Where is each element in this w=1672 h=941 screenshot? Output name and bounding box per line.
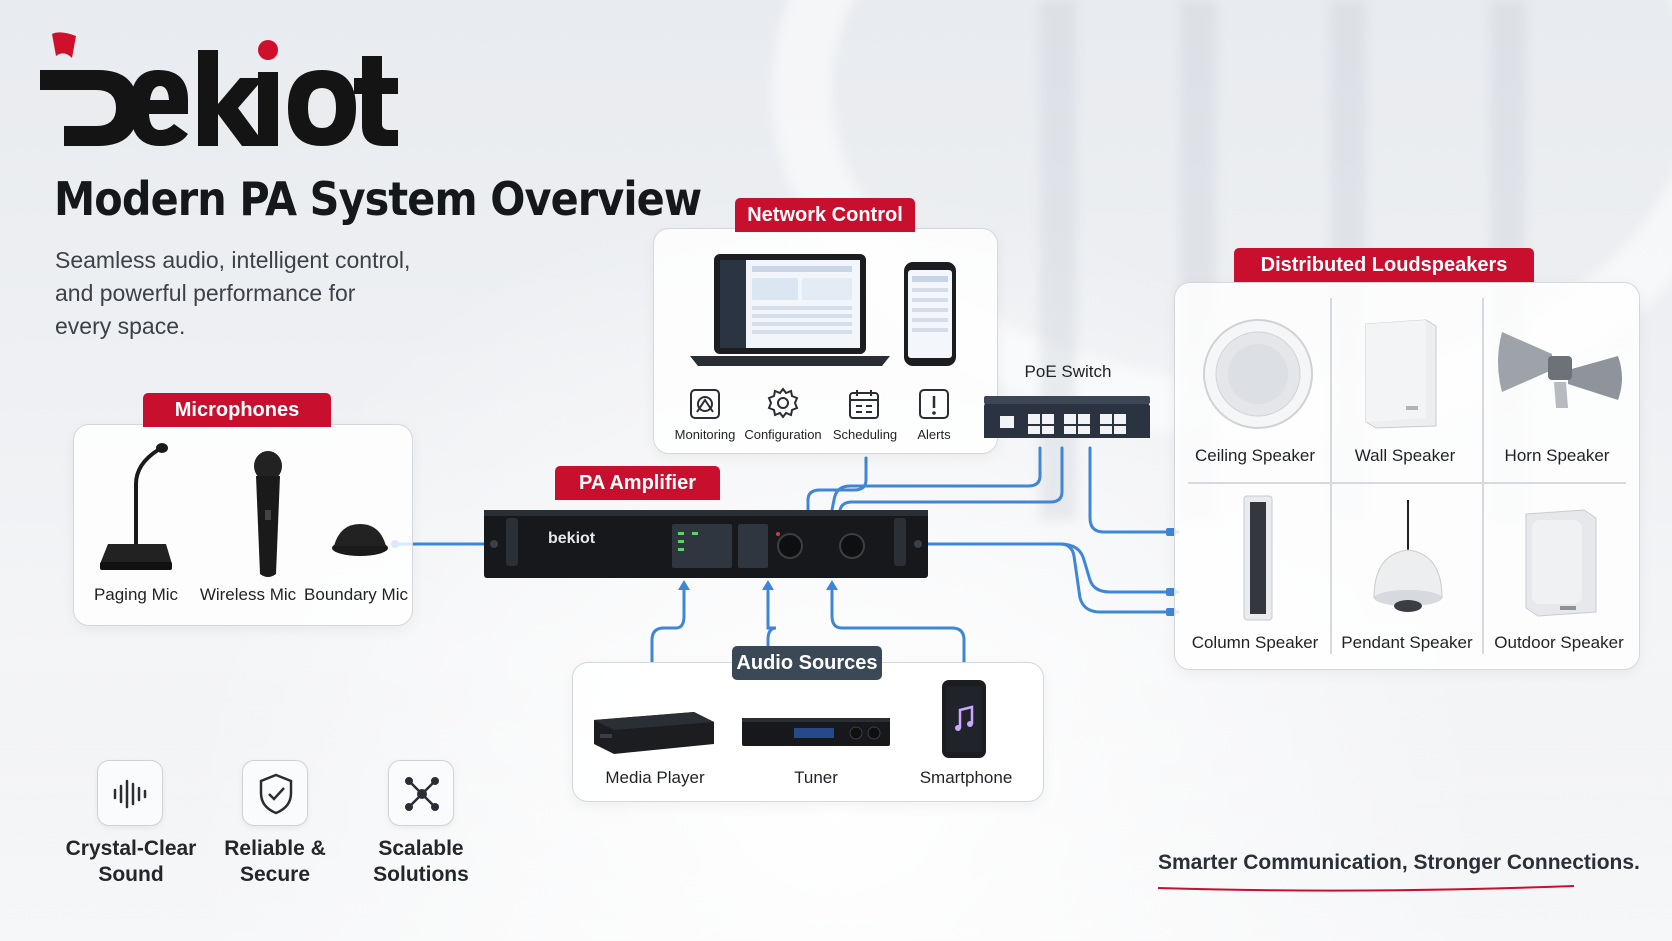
network-nodes-icon xyxy=(405,777,439,811)
feature-label: Scalable Solutions xyxy=(341,836,501,888)
slogan-underline xyxy=(1157,885,1575,892)
page-title: Modern PA System Overview xyxy=(54,172,702,226)
speaker-label: Wall Speaker xyxy=(1354,446,1456,465)
speaker-label: Horn Speaker xyxy=(1504,446,1610,465)
horn-speaker-icon xyxy=(1498,332,1622,408)
outdoor-speaker-icon xyxy=(1525,509,1597,617)
paging-mic-icon xyxy=(100,443,172,570)
feature-sound-box xyxy=(97,760,163,826)
subtitle-line: and powerful performance for xyxy=(55,280,356,306)
feature-scalable-box xyxy=(388,760,454,826)
soundwave-icon xyxy=(113,779,147,809)
poe-switch-label: PoE Switch xyxy=(1024,362,1112,381)
mic-label: Paging Mic xyxy=(93,585,179,604)
network-label: Alerts xyxy=(917,427,951,442)
tuner-icon xyxy=(742,718,890,746)
divider xyxy=(1482,298,1484,654)
brand-logo xyxy=(40,32,398,146)
amplifier-logo: bekiot xyxy=(548,530,596,547)
pa-amplifier-tag: PA Amplifier xyxy=(555,466,720,500)
mic-label: Wireless Mic xyxy=(199,585,297,604)
ceiling-speaker-icon xyxy=(1203,319,1313,429)
network-label: Scheduling xyxy=(832,427,898,442)
poe-switch-icon xyxy=(984,396,1150,438)
feature-label: Reliable & Secure xyxy=(195,836,355,888)
column-speaker-icon xyxy=(1243,495,1273,621)
wall-speaker-icon xyxy=(1365,319,1437,429)
slogan: Smarter Communication, Stronger Connecti… xyxy=(1158,851,1640,874)
feature-label-line: Sound xyxy=(98,863,164,886)
smartphone-icon xyxy=(942,680,986,758)
network-control-tag: Network Control xyxy=(735,198,915,232)
feature-label-line: Solutions xyxy=(373,863,469,886)
alert-icon xyxy=(919,389,949,419)
feature-label: Crystal-Clear Sound xyxy=(51,836,211,888)
divider xyxy=(1330,298,1332,654)
speaker-label: Outdoor Speaker xyxy=(1494,633,1624,652)
pendant-speaker-icon xyxy=(1373,500,1443,612)
monitoring-icon xyxy=(690,389,720,419)
boundary-mic-icon xyxy=(332,524,388,556)
feature-label-line: Crystal-Clear xyxy=(65,837,197,860)
feature-secure-box xyxy=(242,760,308,826)
audio-source-label: Tuner xyxy=(794,768,838,787)
subtitle-line: Seamless audio, intelligent control, xyxy=(55,247,411,273)
page-subtitle: Seamless audio, intelligent control, and… xyxy=(55,244,455,343)
speaker-label: Pendant Speaker xyxy=(1341,633,1473,652)
feature-label-line: Scalable xyxy=(378,837,464,860)
speaker-label: Column Speaker xyxy=(1191,633,1319,652)
feature-label-line: Reliable & xyxy=(224,837,326,860)
subtitle-line: every space. xyxy=(55,313,186,339)
audio-source-label: Media Player xyxy=(605,768,705,787)
laptop-icon xyxy=(690,254,890,366)
feature-label-line: Secure xyxy=(239,863,311,886)
loudspeakers-tag: Distributed Loudspeakers xyxy=(1234,248,1534,282)
wireless-mic-icon xyxy=(254,451,282,577)
network-label: Monitoring xyxy=(674,427,736,442)
network-label: Configuration xyxy=(744,427,822,442)
microphones-tag: Microphones xyxy=(143,393,331,427)
mic-label: Boundary Mic xyxy=(304,585,408,604)
speaker-label: Ceiling Speaker xyxy=(1194,446,1315,465)
calendar-icon xyxy=(849,390,879,419)
pa-amplifier-icon xyxy=(484,510,928,578)
audio-sources-tag: Audio Sources xyxy=(732,646,882,680)
divider xyxy=(1188,482,1626,484)
smartphone-app-icon xyxy=(904,262,956,366)
gear-icon xyxy=(767,387,799,419)
media-player-icon xyxy=(594,712,714,754)
audio-source-label: Smartphone xyxy=(919,768,1013,787)
shield-check-icon xyxy=(259,773,293,815)
